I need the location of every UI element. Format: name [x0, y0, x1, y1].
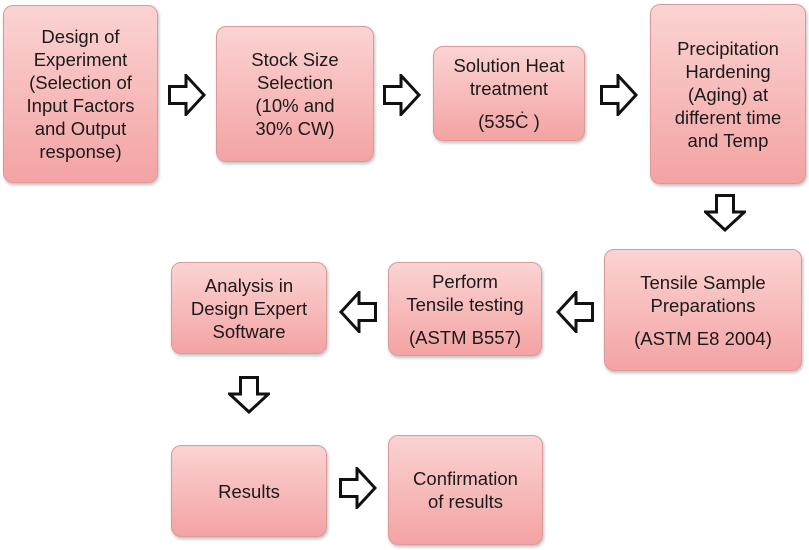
step-note: (535Ċ ): [478, 111, 540, 132]
step-label: Software: [212, 320, 286, 342]
step-label: of results: [427, 491, 504, 512]
step-label: response): [39, 141, 122, 162]
step-precipitation-hardening: Precipitation Hardening (Aging) at diffe…: [650, 4, 806, 184]
step-label: Tensile testing: [406, 293, 524, 315]
step-label: (Aging) at: [687, 83, 769, 105]
step-note: (ASTM B557): [408, 326, 522, 348]
step-label: Design of: [41, 26, 120, 47]
step-label: Input Factors: [26, 95, 135, 116]
step-tensile-sample-preparations: Tensile Sample Preparations (ASTM E8 200…: [604, 249, 802, 371]
arrow-left-icon: [556, 291, 594, 333]
step-label: different time: [674, 106, 782, 128]
step-label: Results: [218, 480, 280, 502]
step-label: Stock Size: [251, 49, 339, 70]
step-label: Design Expert: [190, 297, 308, 319]
step-note: (ASTM E8 2004): [634, 327, 772, 349]
step-results: Results: [171, 445, 327, 537]
step-label: Selection: [256, 72, 334, 93]
step-label: (Selection of: [29, 72, 132, 93]
step-label: Analysis in: [204, 274, 294, 296]
step-label: and Temp: [687, 129, 769, 151]
arrow-down-icon: [704, 194, 746, 232]
step-label: and Output: [34, 118, 127, 139]
step-analysis-design-expert: Analysis in Design Expert Software: [171, 262, 327, 354]
step-stock-size-selection: Stock Size Selection (10% and 30% CW): [216, 26, 374, 162]
step-solution-heat-treatment: Solution Heat treatment (535Ċ ): [433, 46, 585, 141]
step-label: Hardening: [685, 60, 771, 82]
step-label: 30% CW): [255, 118, 335, 139]
step-perform-tensile-testing: Perform Tensile testing (ASTM B557): [388, 262, 542, 356]
step-label: Perform: [432, 270, 498, 292]
step-label: Precipitation: [677, 37, 779, 59]
step-label: Tensile Sample: [640, 271, 766, 293]
step-confirmation-of-results: Confirmation of results: [388, 435, 543, 545]
arrow-right-icon: [383, 74, 421, 116]
step-label: Confirmation: [413, 468, 518, 489]
arrow-down-icon: [228, 376, 270, 414]
arrow-left-icon: [339, 291, 377, 333]
arrow-right-icon: [339, 467, 377, 509]
arrow-right-icon: [168, 74, 206, 116]
arrow-right-icon: [600, 74, 638, 116]
step-label: Experiment: [33, 49, 128, 70]
step-label: (10% and: [255, 95, 335, 116]
step-label: Preparations: [650, 294, 756, 316]
step-design-of-experiment: Design of Experiment (Selection of Input…: [3, 5, 158, 183]
step-label: treatment: [469, 78, 549, 99]
step-label: Solution Heat: [453, 55, 565, 76]
